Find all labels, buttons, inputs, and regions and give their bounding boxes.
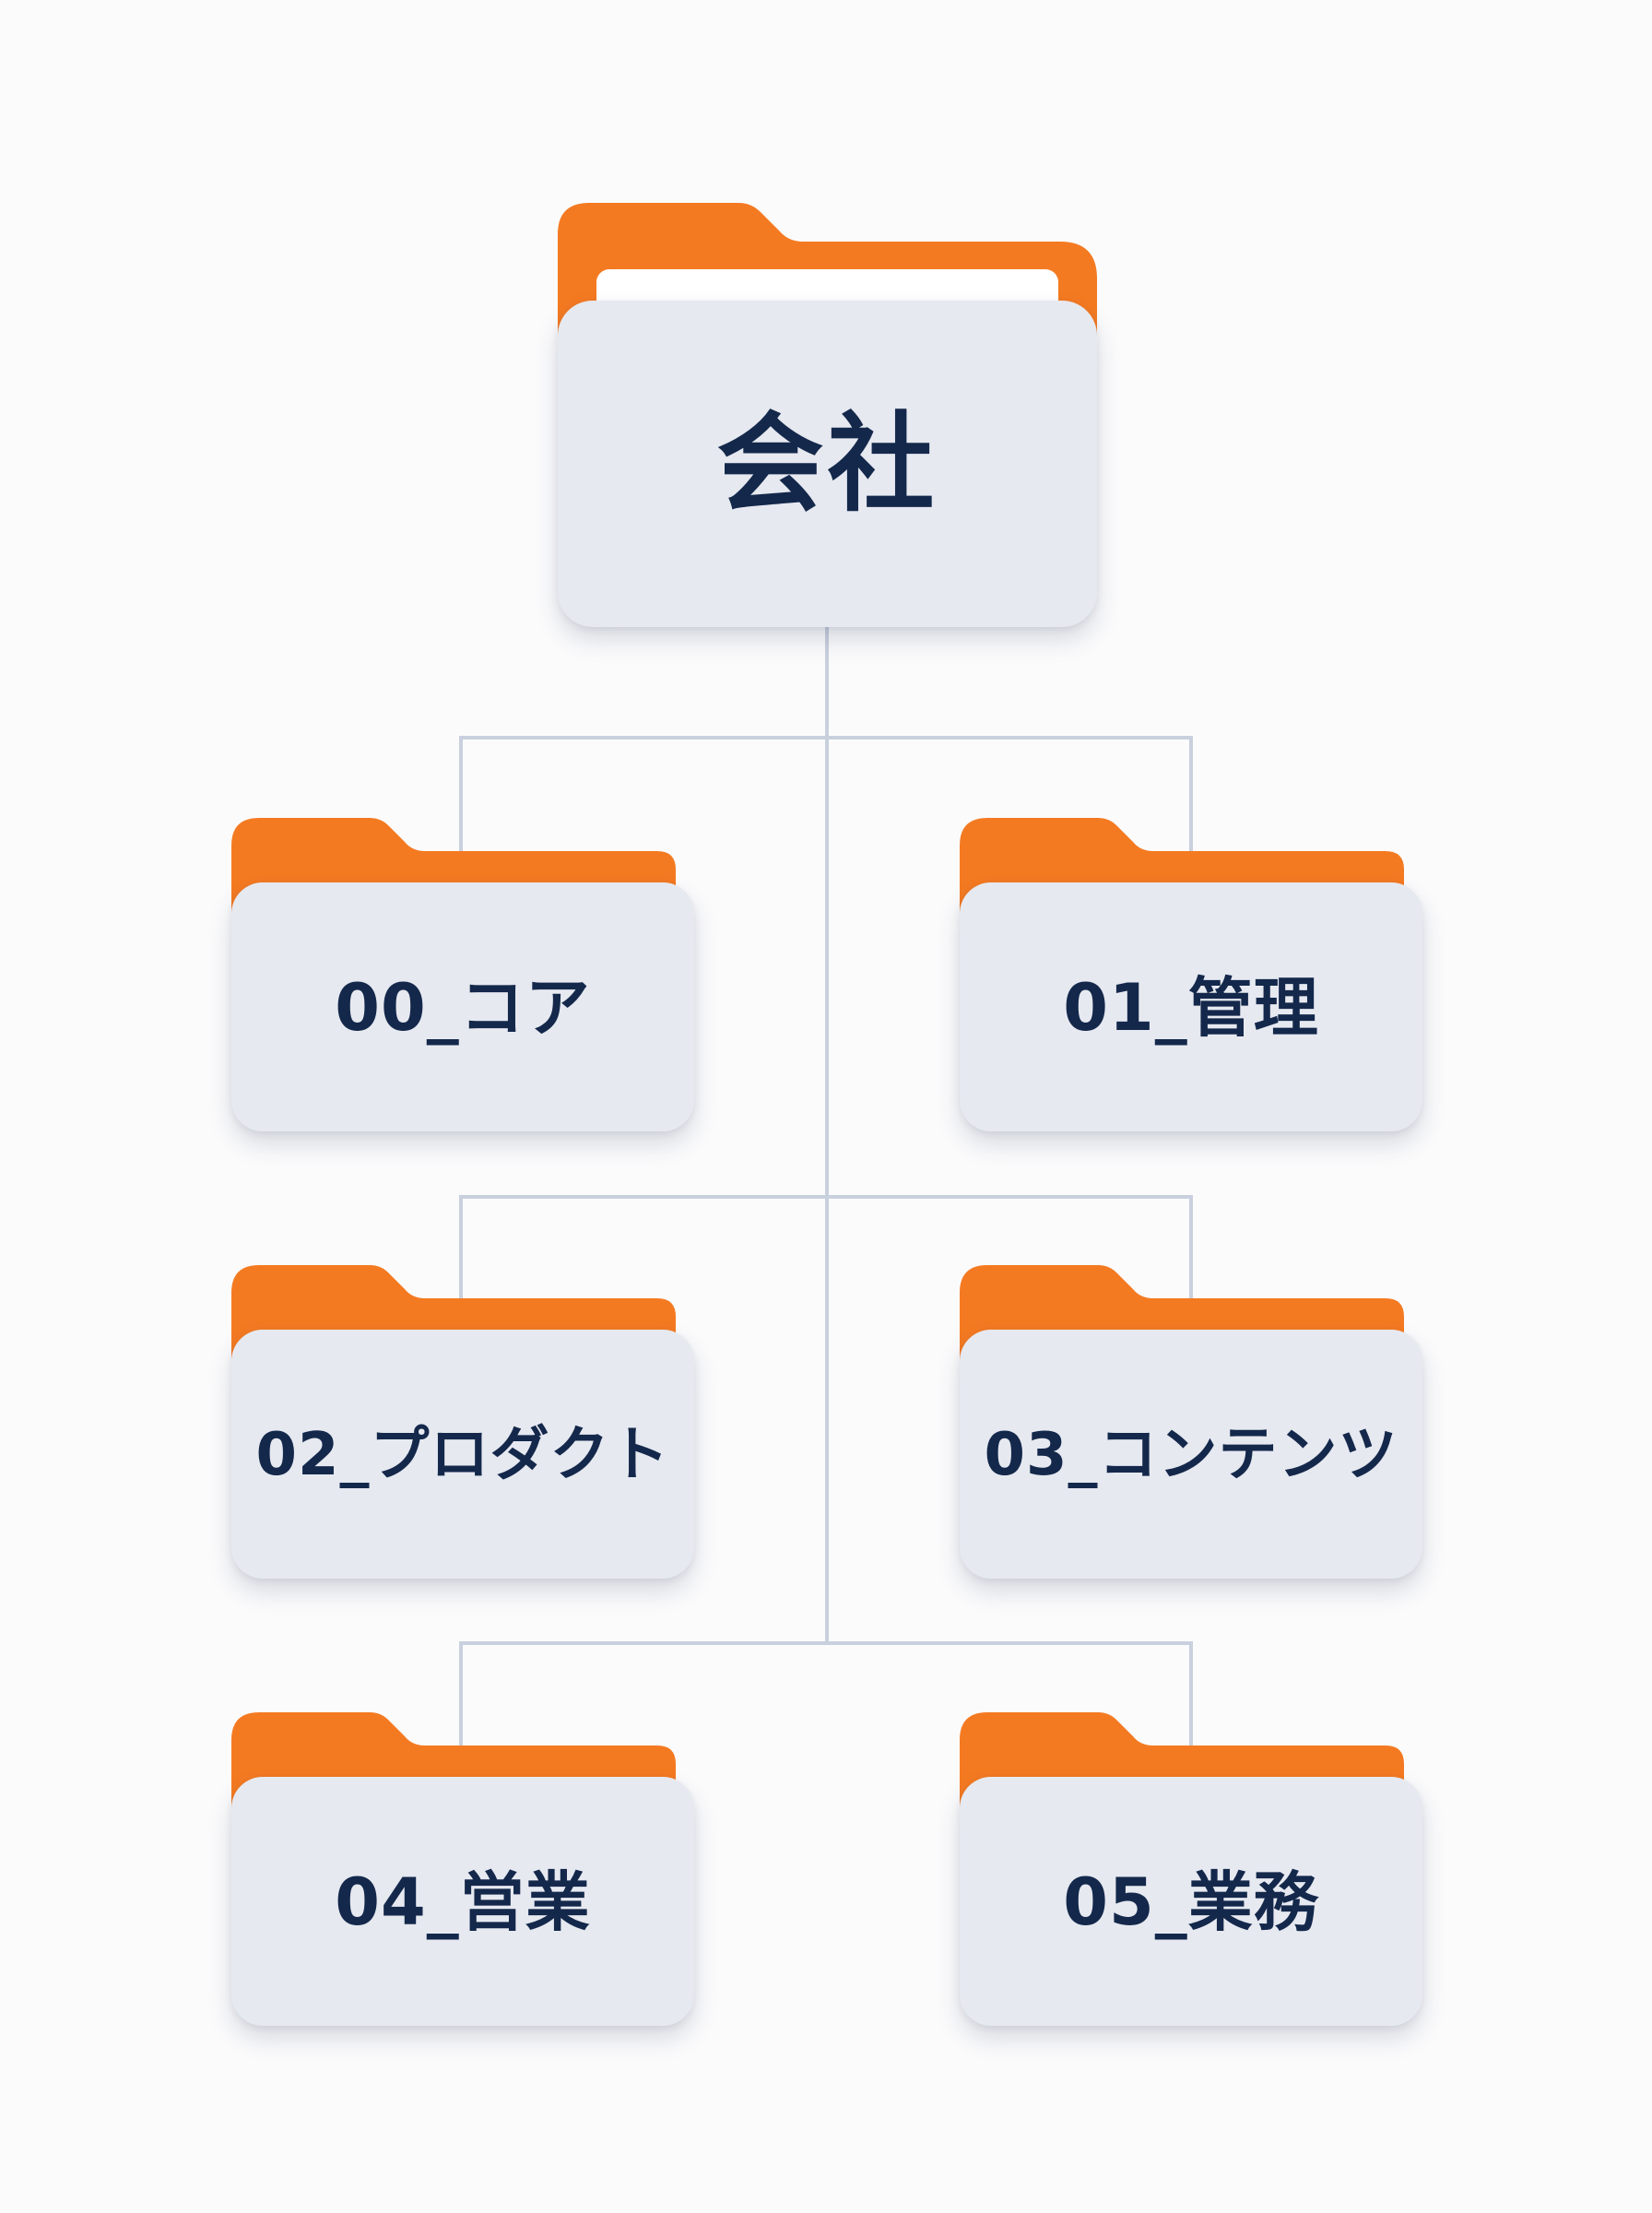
folder-04-sales[interactable]: 04_営業 bbox=[231, 1712, 694, 2026]
folder-body: 00_コア bbox=[231, 882, 694, 1131]
folder-root-label: 会社 bbox=[716, 402, 938, 527]
folder-01-management[interactable]: 01_管理 bbox=[960, 818, 1422, 1131]
folder-label: 05_業務 bbox=[1063, 1864, 1319, 1940]
folder-label: 01_管理 bbox=[1063, 969, 1319, 1046]
folder-body: 03_コンテンツ bbox=[960, 1330, 1422, 1579]
folder-body: 05_業務 bbox=[960, 1777, 1422, 2026]
folder-body: 01_管理 bbox=[960, 882, 1422, 1131]
folder-05-operations[interactable]: 05_業務 bbox=[960, 1712, 1422, 2026]
folder-label: 03_コンテンツ bbox=[984, 1421, 1398, 1489]
folder-03-contents[interactable]: 03_コンテンツ bbox=[960, 1265, 1422, 1579]
folder-body: 04_営業 bbox=[231, 1777, 694, 2026]
folder-label: 02_プロダクト bbox=[255, 1421, 670, 1489]
folder-body: 02_プロダクト bbox=[231, 1330, 694, 1579]
folder-label: 00_コア bbox=[335, 969, 591, 1046]
folder-00-core[interactable]: 00_コア bbox=[231, 818, 694, 1131]
folder-root[interactable]: 会社 bbox=[558, 203, 1097, 627]
folder-label: 04_営業 bbox=[335, 1864, 591, 1940]
folder-body: 会社 bbox=[558, 301, 1097, 627]
folder-02-product[interactable]: 02_プロダクト bbox=[231, 1265, 694, 1579]
